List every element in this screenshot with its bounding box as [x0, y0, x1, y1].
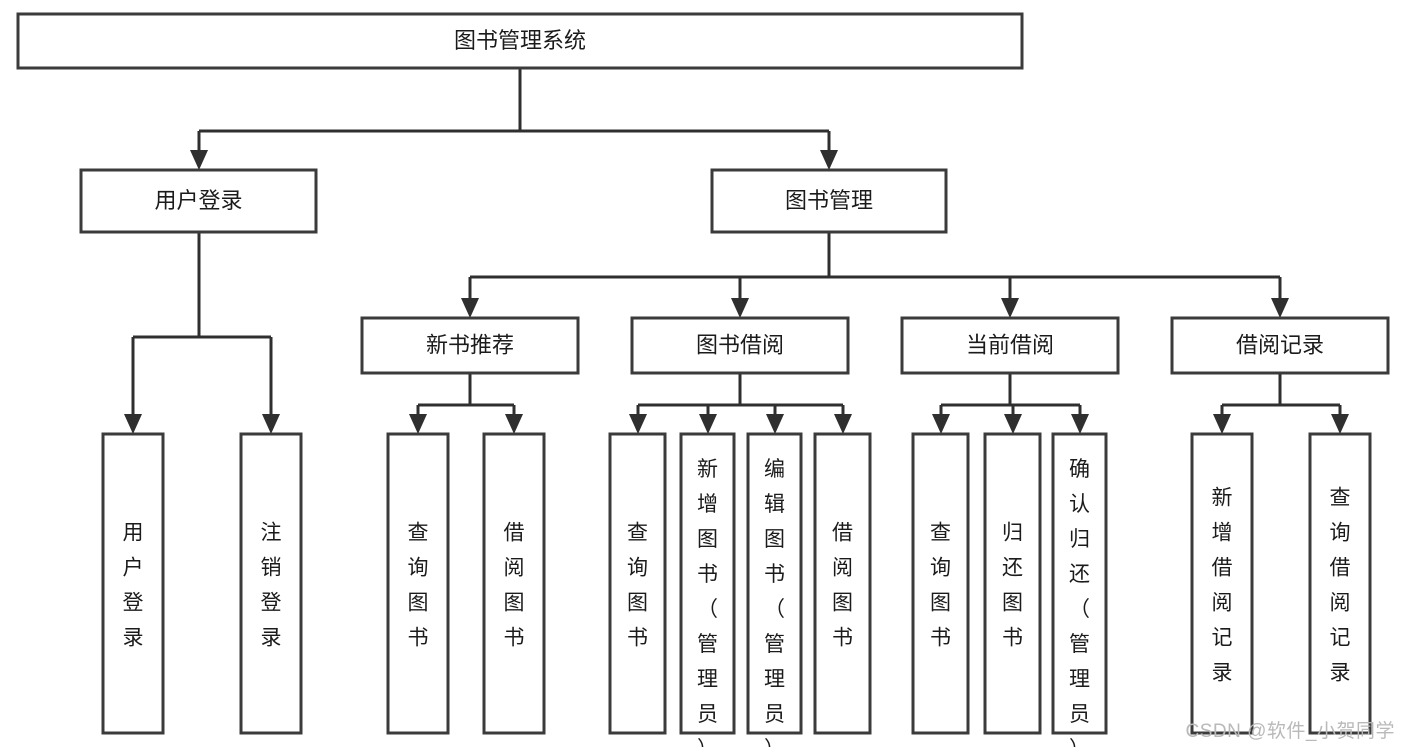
node-label-book-borrow: 图书借阅 [696, 332, 784, 357]
node-label-leaf-add-book: 新增图书（管理员） [697, 458, 718, 747]
node-box-leaf-query-borrow-record [1308, 432, 1372, 735]
node-box-new-book-recommend [360, 316, 580, 375]
node-label-new-book-recommend: 新书推荐 [426, 332, 514, 357]
node-leaf-borrow-book-recommend[interactable]: 借阅图书 [482, 432, 546, 735]
node-current-borrow[interactable]: 当前借阅 [900, 316, 1120, 375]
node-label-borrow-record: 借阅记录 [1236, 332, 1324, 357]
arrow-head-icon [1331, 414, 1349, 434]
node-box-leaf-borrow-book [813, 432, 872, 735]
node-label-leaf-edit-book: 编辑图书（管理员） [764, 458, 785, 747]
node-label-user-login: 用户登录 [154, 188, 242, 213]
node-label-leaf-add-borrow-record: 新增借阅记录 [1212, 487, 1233, 685]
edge-group-book-borrow [629, 373, 852, 434]
node-label-leaf-user-login: 用户登录 [123, 522, 144, 650]
arrow-head-icon [1001, 298, 1019, 318]
node-new-book-recommend[interactable]: 新书推荐 [360, 316, 580, 375]
arrow-head-icon [1271, 298, 1289, 318]
arrow-head-icon [1213, 414, 1231, 434]
arrow-head-icon [820, 150, 838, 170]
edge-group-book-management [461, 232, 1289, 318]
node-box-root [16, 12, 1024, 70]
node-label-leaf-query-book-current: 查询图书 [930, 522, 951, 650]
node-leaf-edit-book[interactable]: 编辑图书（管理员） [746, 432, 803, 747]
node-leaf-borrow-book[interactable]: 借阅图书 [813, 432, 872, 735]
arrow-head-icon [1004, 414, 1022, 434]
node-box-current-borrow [900, 316, 1120, 375]
node-leaf-add-book[interactable]: 新增图书（管理员） [679, 432, 736, 747]
node-user-login[interactable]: 用户登录 [79, 168, 318, 234]
node-box-leaf-add-borrow-record [1190, 432, 1254, 735]
node-box-leaf-confirm-return [1051, 432, 1108, 735]
arrow-head-icon [834, 414, 852, 434]
node-book-borrow[interactable]: 图书借阅 [630, 316, 850, 375]
arrow-head-icon [124, 414, 142, 434]
node-box-leaf-user-login [101, 432, 165, 735]
connector-layer [124, 68, 1349, 434]
edge-group-new-book-recommend [409, 373, 523, 434]
node-leaf-confirm-return[interactable]: 确认归还（管理员） [1051, 432, 1108, 747]
arrow-head-icon [932, 414, 950, 434]
arrow-head-icon [699, 414, 717, 434]
arrow-head-icon [731, 298, 749, 318]
node-label-leaf-query-book-borrow: 查询图书 [627, 522, 648, 650]
edge-group-user-login [124, 232, 280, 434]
node-label-book-management: 图书管理 [785, 188, 873, 213]
node-leaf-logout[interactable]: 注销登录 [239, 432, 303, 735]
node-box-leaf-query-book-recommend [386, 432, 450, 735]
arrow-head-icon [1071, 414, 1089, 434]
node-box-leaf-query-book-borrow [608, 432, 667, 735]
node-box-book-management [710, 168, 948, 234]
node-label-leaf-query-borrow-record: 查询借阅记录 [1330, 487, 1351, 685]
node-label-leaf-return-book: 归还图书 [1002, 522, 1023, 650]
arrow-head-icon [461, 298, 479, 318]
arrow-head-icon [505, 414, 523, 434]
node-label-leaf-confirm-return: 确认归还（管理员） [1069, 458, 1090, 747]
node-box-leaf-edit-book [746, 432, 803, 735]
watermark-label: CSDN @软件_小贺同学 [1185, 721, 1395, 742]
arrow-head-icon [629, 414, 647, 434]
node-label-root: 图书管理系统 [454, 28, 586, 53]
arrow-head-icon [409, 414, 427, 434]
arrow-head-icon [190, 150, 208, 170]
node-book-management[interactable]: 图书管理 [710, 168, 948, 234]
arrow-head-icon [766, 414, 784, 434]
node-leaf-return-book[interactable]: 归还图书 [983, 432, 1042, 735]
node-label-leaf-borrow-book-recommend: 借阅图书 [504, 522, 525, 650]
node-box-leaf-query-book-current [911, 432, 970, 735]
node-leaf-query-book-borrow[interactable]: 查询图书 [608, 432, 667, 735]
node-leaf-query-book-current[interactable]: 查询图书 [911, 432, 970, 735]
node-leaf-query-book-recommend[interactable]: 查询图书 [386, 432, 450, 735]
node-box-leaf-add-book [679, 432, 736, 735]
node-label-leaf-logout: 注销登录 [261, 522, 282, 650]
edge-group-root [190, 68, 838, 170]
edge-group-current-borrow [932, 373, 1089, 434]
node-label-leaf-borrow-book: 借阅图书 [832, 522, 853, 650]
edge-group-borrow-record [1213, 373, 1349, 434]
node-root[interactable]: 图书管理系统 [16, 12, 1024, 70]
node-leaf-add-borrow-record[interactable]: 新增借阅记录 [1190, 432, 1254, 735]
node-label-current-borrow: 当前借阅 [966, 332, 1054, 357]
node-box-book-borrow [630, 316, 850, 375]
node-box-user-login [79, 168, 318, 234]
arrow-head-icon [262, 414, 280, 434]
node-box-borrow-record [1170, 316, 1390, 375]
node-layer: 图书管理系统用户登录图书管理新书推荐图书借阅当前借阅借阅记录用户登录注销登录查询… [16, 12, 1390, 747]
node-leaf-query-borrow-record[interactable]: 查询借阅记录 [1308, 432, 1372, 735]
node-borrow-record[interactable]: 借阅记录 [1170, 316, 1390, 375]
node-box-leaf-logout [239, 432, 303, 735]
node-box-leaf-return-book [983, 432, 1042, 735]
node-leaf-user-login[interactable]: 用户登录 [101, 432, 165, 735]
node-box-leaf-borrow-book-recommend [482, 432, 546, 735]
node-label-leaf-query-book-recommend: 查询图书 [408, 522, 429, 650]
